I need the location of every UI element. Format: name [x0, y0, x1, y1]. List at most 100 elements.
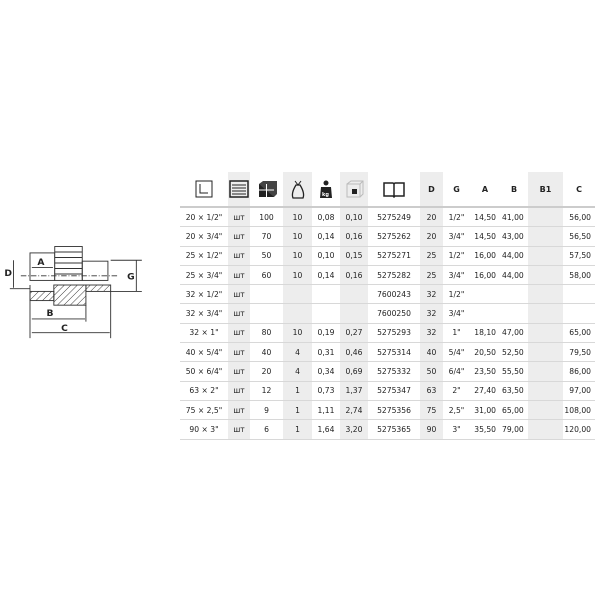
dimension-icon — [180, 172, 228, 208]
cell-c: 108,00 — [563, 400, 595, 421]
col-c: C — [563, 172, 595, 208]
cell-d: 90 — [420, 419, 443, 440]
cell-g: 5/4" — [443, 342, 470, 363]
cell-article: 5275249 — [368, 207, 420, 228]
cell-b1 — [528, 400, 563, 421]
unit-icon — [228, 172, 250, 208]
cell-size: 63 × 2" — [180, 381, 228, 401]
col-a: A — [470, 172, 500, 208]
cell-qty-package: 100 — [250, 207, 283, 228]
cell-qty-bag: 10 — [283, 323, 312, 344]
cell-c — [563, 284, 595, 305]
package-icon — [250, 172, 283, 208]
cell-g: 2" — [443, 381, 470, 401]
cell-qty-package — [250, 284, 283, 305]
cell-weight: 0,34 — [312, 361, 340, 382]
cell-unit: шт — [228, 381, 250, 401]
cell-a: 14,50 — [470, 207, 500, 228]
cell-article: 5275271 — [368, 246, 420, 266]
fitting-drawing: A B C D G — [4, 246, 142, 339]
cell-unit: шт — [228, 361, 250, 382]
cell-b: 44,00 — [500, 246, 528, 266]
cell-b1 — [528, 265, 563, 286]
cell-d: 40 — [420, 342, 443, 363]
cell-g: 2,5" — [443, 400, 470, 421]
cell-qty-bag: 10 — [283, 207, 312, 228]
cell-unit: шт — [228, 323, 250, 344]
cell-volume: 0,15 — [340, 246, 368, 266]
cell-volume: 0,27 — [340, 323, 368, 344]
cell-volume — [340, 303, 368, 324]
cell-volume: 2,74 — [340, 400, 368, 421]
cell-g: 6/4" — [443, 361, 470, 382]
cell-unit: шт — [228, 342, 250, 363]
cell-c: 65,00 — [563, 323, 595, 344]
cell-volume: 3,20 — [340, 419, 368, 440]
cell-a: 23,50 — [470, 361, 500, 382]
cell-weight: 0,31 — [312, 342, 340, 363]
cell-b: 55,50 — [500, 361, 528, 382]
cell-article: 5275365 — [368, 419, 420, 440]
cell-size: 25 × 3/4" — [180, 265, 228, 286]
box-icon — [340, 172, 368, 208]
cell-g: 1/2" — [443, 246, 470, 266]
cell-qty-package: 20 — [250, 361, 283, 382]
cell-size: 32 × 3/4" — [180, 303, 228, 324]
cell-size: 25 × 1/2" — [180, 246, 228, 266]
cell-b — [500, 284, 528, 305]
label-b: B — [47, 308, 54, 319]
cell-weight — [312, 303, 340, 324]
cell-article: 5275293 — [368, 323, 420, 344]
cell-c: 79,50 — [563, 342, 595, 363]
label-c: C — [61, 323, 68, 334]
cell-g: 1/2" — [443, 207, 470, 228]
cell-d: 25 — [420, 246, 443, 266]
cell-qty-bag: 10 — [283, 265, 312, 286]
cell-qty-bag: 10 — [283, 226, 312, 247]
cell-volume: 0,10 — [340, 207, 368, 228]
cell-article: 5275282 — [368, 265, 420, 286]
col-b1: B1 — [528, 172, 563, 208]
cell-b1 — [528, 303, 563, 324]
header-row: kg D G A B B1 C — [180, 172, 595, 208]
cell-weight: 0,19 — [312, 323, 340, 344]
cell-qty-package: 60 — [250, 265, 283, 286]
cell-weight: 0,10 — [312, 246, 340, 266]
col-d: D — [420, 172, 443, 208]
cell-qty-bag: 1 — [283, 400, 312, 421]
cell-qty-bag: 4 — [283, 342, 312, 363]
cell-weight — [312, 284, 340, 305]
cell-article: 5275356 — [368, 400, 420, 421]
cell-a: 18,10 — [470, 323, 500, 344]
cell-b1 — [528, 361, 563, 382]
cell-unit: шт — [228, 284, 250, 305]
cell-b1 — [528, 381, 563, 401]
cell-unit: шт — [228, 303, 250, 324]
cell-g: 3/4" — [443, 265, 470, 286]
cell-b1 — [528, 419, 563, 440]
catalog-icon — [368, 172, 420, 208]
cell-unit: шт — [228, 400, 250, 421]
cell-weight: 0,14 — [312, 226, 340, 247]
cell-b1 — [528, 323, 563, 344]
cell-a: 14,50 — [470, 226, 500, 247]
cell-qty-bag: 1 — [283, 419, 312, 440]
cell-weight: 1,11 — [312, 400, 340, 421]
cell-unit: шт — [228, 419, 250, 440]
cell-a: 20,50 — [470, 342, 500, 363]
cell-b1 — [528, 284, 563, 305]
cell-c: 86,00 — [563, 361, 595, 382]
cell-b: 63,50 — [500, 381, 528, 401]
col-b: B — [500, 172, 528, 208]
cell-g: 1" — [443, 323, 470, 344]
cell-b1 — [528, 342, 563, 363]
cell-size: 75 × 2,5" — [180, 400, 228, 421]
cell-c: 56,50 — [563, 226, 595, 247]
cell-b: 47,00 — [500, 323, 528, 344]
